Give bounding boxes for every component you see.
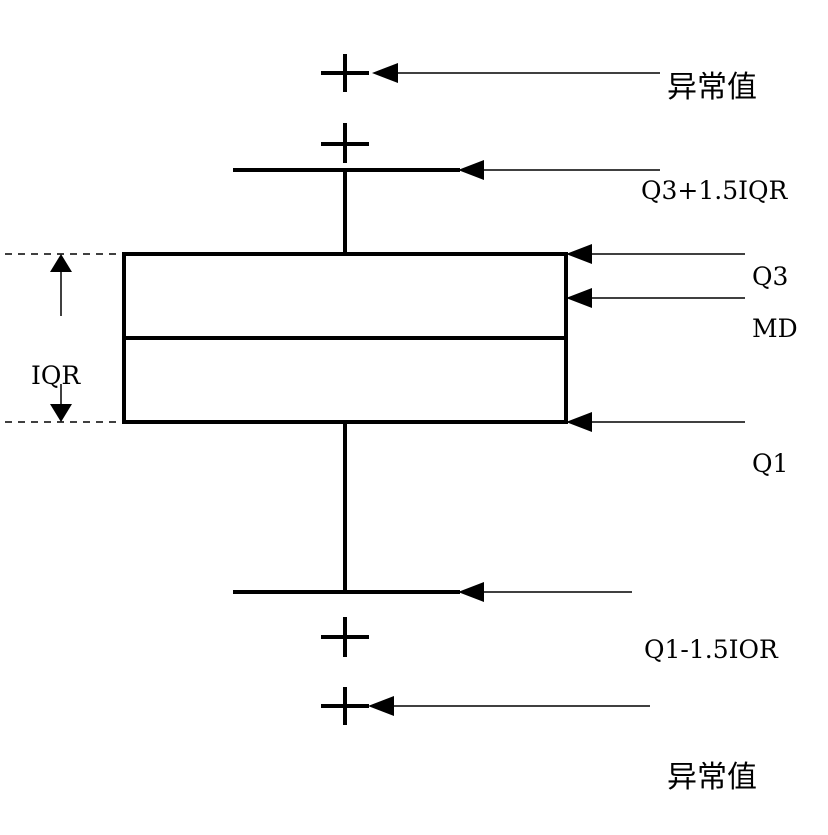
plus-icon: [321, 687, 369, 725]
plus-icon: [321, 123, 369, 163]
lower-whisker: [233, 422, 460, 594]
iqr-indicator: [5, 253, 124, 423]
arrow-left-icon: [458, 160, 660, 180]
plus-icon: [321, 617, 369, 657]
median-label: MD: [752, 314, 798, 343]
arrow-left-icon: [566, 412, 745, 432]
arrow-left-icon: [566, 244, 745, 264]
iqr-box: [122, 252, 568, 424]
q1-label: Q1: [752, 449, 788, 478]
arrow-left-icon: [458, 582, 632, 602]
iqr-label: IQR: [31, 361, 81, 390]
arrow-left-icon: [566, 288, 745, 308]
upper-whisker: [233, 168, 460, 254]
outlier-bottom-label: 异常值: [667, 760, 757, 795]
lower-fence-label: Q1-1.5IOR: [644, 635, 779, 664]
plus-icon: [321, 54, 369, 92]
arrow-left-icon: [368, 696, 650, 716]
arrow-left-icon: [372, 63, 660, 83]
outlier-top-label: 异常值: [667, 70, 757, 105]
upper-fence-label: Q3+1.5IQR: [641, 176, 788, 205]
q3-label: Q3: [752, 262, 788, 291]
double-arrow-vertical-icon: [50, 254, 72, 422]
